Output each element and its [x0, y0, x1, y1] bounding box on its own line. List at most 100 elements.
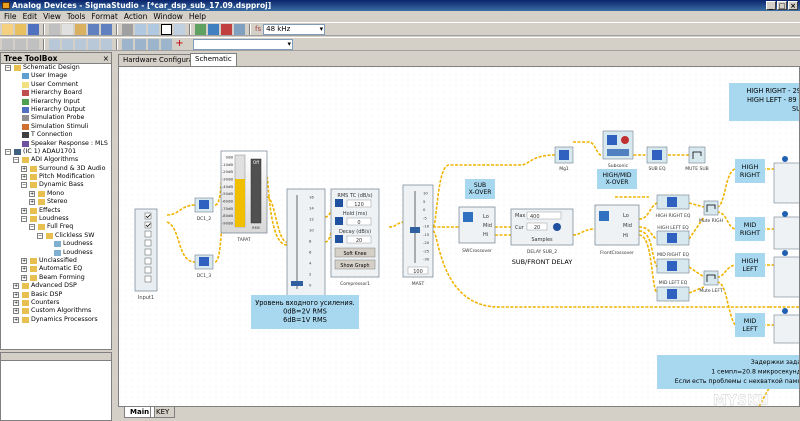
level-meter-block[interactable]: 0dB-10dB-20dB-30dB-40dB-50dB-60dB-70dB-8… — [220, 150, 268, 243]
close-button[interactable]: × — [788, 1, 798, 10]
send-back-icon[interactable] — [161, 38, 172, 50]
subsonic-block[interactable]: Subsonic — [602, 130, 634, 169]
mid-right-eq-block[interactable]: MID RIGHT EQ — [656, 252, 689, 274]
tree-item[interactable]: +Stereo — [1, 198, 111, 206]
input-channel-checkbox[interactable] — [144, 248, 152, 256]
expand-icon[interactable]: + — [13, 299, 19, 306]
tree-item[interactable]: +Beam Forming — [1, 274, 111, 282]
tab-key[interactable]: KEY — [150, 407, 176, 418]
close-icon[interactable]: × — [102, 54, 109, 63]
expand-icon[interactable]: + — [13, 316, 19, 323]
show-graph-button[interactable] — [334, 259, 376, 270]
tree-item[interactable]: +Pitch Modification — [1, 173, 111, 181]
tree-item[interactable]: −Dynamic Bass — [1, 181, 111, 189]
delay-block[interactable]: Max 400 Cur 20 Samples DELAY SUB_2 — [510, 208, 574, 255]
expand-icon[interactable]: + — [21, 266, 27, 273]
tree-item[interactable]: Hierarchy Input — [1, 98, 111, 106]
expand-icon[interactable]: + — [21, 174, 27, 181]
tree-item[interactable]: +Automatic EQ — [1, 265, 111, 273]
menu-edit[interactable]: Edit — [22, 12, 38, 21]
subsonic-bypass-icon[interactable] — [621, 136, 629, 144]
dc-block-1[interactable]: DC1_2 — [194, 197, 214, 222]
mute-right-block[interactable]: Mute RIGH — [699, 200, 723, 224]
input-channel-checkbox[interactable] — [144, 275, 152, 283]
mute-sub-block[interactable]: MUTE SUB — [685, 146, 709, 172]
tree-item[interactable]: Loudness — [1, 240, 111, 248]
tree-item[interactable]: Hierarchy Output — [1, 106, 111, 114]
add-icon[interactable]: + — [175, 37, 184, 49]
align-right-icon[interactable] — [28, 38, 39, 50]
bring-front-icon[interactable] — [148, 38, 159, 50]
tree-item[interactable]: +Unclassified — [1, 257, 111, 265]
tree-item[interactable]: −Clickless SW — [1, 232, 111, 240]
align-top-icon[interactable] — [49, 38, 60, 50]
expand-icon[interactable]: + — [13, 308, 19, 315]
input-channel-checkbox[interactable] — [144, 230, 152, 238]
expand-icon[interactable]: + — [21, 207, 27, 214]
tree-item[interactable]: Loudness — [1, 249, 111, 257]
tree-item[interactable]: −Full Freq — [1, 223, 111, 231]
align-middle-icon[interactable] — [62, 38, 73, 50]
tab-schematic[interactable]: Schematic — [190, 53, 237, 66]
align-bottom-icon[interactable] — [75, 38, 86, 50]
new-file-icon[interactable] — [2, 23, 13, 35]
tree-item[interactable]: +Counters — [1, 299, 111, 307]
schematic-canvas[interactable]: Input1 DC1_2 DC1_3 0dB-10dB-20dB-30dB-40… — [118, 66, 800, 407]
download-icon[interactable] — [208, 23, 219, 35]
zoom-out-icon[interactable] — [148, 23, 159, 35]
stop-icon[interactable] — [221, 23, 232, 35]
dc-block-2[interactable]: DC1_3 — [194, 254, 214, 279]
maximize-button[interactable]: □ — [777, 1, 787, 10]
master-volume-slider[interactable] — [410, 227, 420, 233]
menu-help[interactable]: Help — [188, 12, 207, 21]
expand-icon[interactable]: + — [13, 283, 19, 290]
tree-item[interactable]: Speaker Response : MLS — [1, 140, 111, 148]
expand-icon[interactable]: + — [21, 274, 27, 281]
redo-icon[interactable] — [101, 23, 112, 35]
input-channel-checkbox[interactable] — [144, 257, 152, 265]
zoom-in-icon[interactable] — [135, 23, 146, 35]
tree-item[interactable]: −Loudness — [1, 215, 111, 223]
tree-item[interactable]: User Image — [1, 72, 111, 80]
pointer-icon[interactable] — [161, 23, 172, 35]
tree-item[interactable]: +Surround & 3D Audio — [1, 165, 111, 173]
tree-item[interactable]: Simulation Probe — [1, 114, 111, 122]
pan-icon[interactable] — [174, 23, 185, 35]
high-right-eq-block[interactable]: HIGH RIGHT EQ — [656, 194, 691, 219]
tree-item[interactable]: +Dynamics Processors — [1, 316, 111, 324]
menu-action[interactable]: Action — [123, 12, 148, 21]
paste-icon[interactable] — [75, 23, 86, 35]
expand-icon[interactable]: + — [13, 291, 19, 298]
tree-item[interactable]: −(IC 1) ADAU1701 — [1, 148, 111, 156]
high-left-eq-block[interactable]: HIGH LEFT EQ — [656, 225, 690, 246]
sub-eq-block[interactable]: SUB EQ — [646, 146, 668, 172]
tree-item[interactable]: User Comment — [1, 81, 111, 89]
tree-item[interactable]: Hierarchy Board — [1, 89, 111, 97]
group-icon[interactable] — [122, 38, 133, 50]
soft-knee-button[interactable] — [334, 247, 376, 258]
schematic-diagram[interactable]: Input1 DC1_2 DC1_3 0dB-10dB-20dB-30dB-40… — [119, 67, 800, 407]
input-channel-checkbox[interactable] — [144, 212, 152, 220]
mute-left-block[interactable]: Mute LEFT — [699, 270, 723, 294]
input-channel-checkbox[interactable] — [144, 266, 152, 274]
menu-format[interactable]: Format — [91, 12, 118, 21]
align-center-icon[interactable] — [15, 38, 26, 50]
menu-window[interactable]: Window — [153, 12, 183, 21]
collapse-icon[interactable]: − — [21, 216, 27, 223]
expand-icon[interactable]: + — [29, 190, 35, 197]
align-left-icon[interactable] — [2, 38, 13, 50]
minimize-button[interactable]: _ — [766, 1, 776, 10]
comp-rms-tc-input[interactable] — [346, 199, 372, 208]
tab-main[interactable]: Main — [124, 407, 156, 418]
tree-item[interactable]: +Basic DSP — [1, 291, 111, 299]
tree-item[interactable]: T Connection — [1, 131, 111, 139]
save-icon[interactable] — [28, 23, 39, 35]
delay-cur-input[interactable] — [526, 222, 548, 231]
